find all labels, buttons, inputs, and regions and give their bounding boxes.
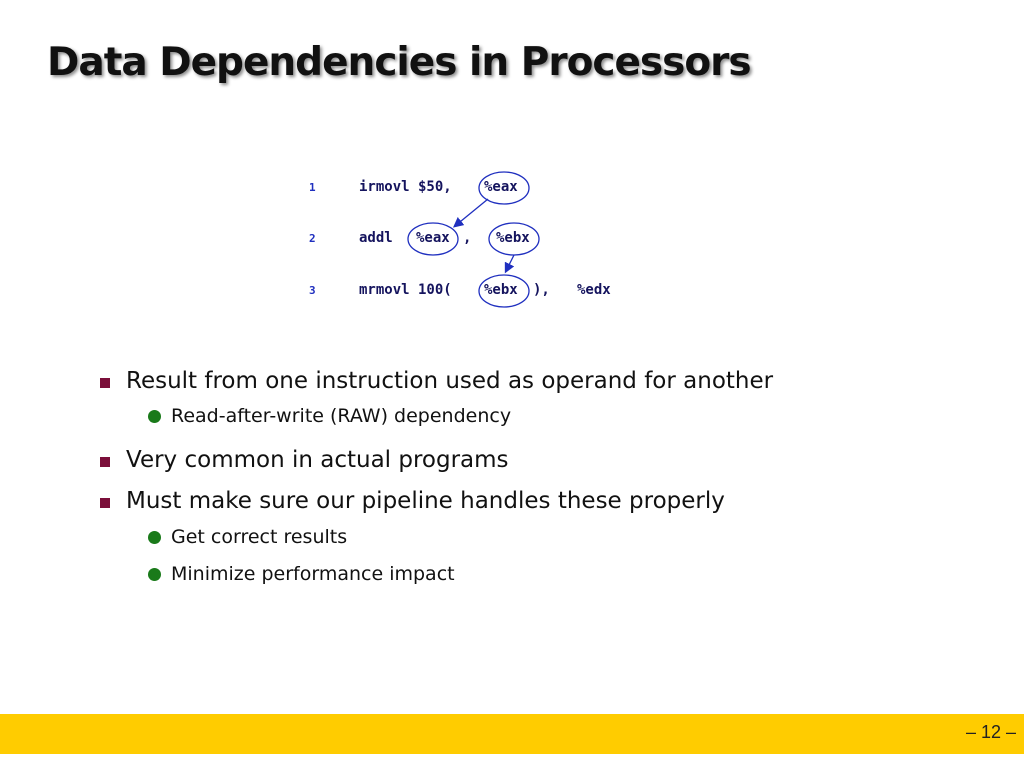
round-bullet-icon [148,568,161,581]
footer-bar: – 12 – [0,714,1024,754]
code-line-1-reg-eax: %eax [484,179,518,195]
bullet-1-sub-1: Read-after-write (RAW) dependency [171,405,512,427]
circle-ebx-line3 [478,274,530,308]
square-bullet-icon [100,378,110,388]
bullet-3-sub-2: Minimize performance impact [171,563,455,585]
circle-ebx-line2 [488,222,540,256]
code-line-2-reg-eax: %eax [416,230,450,246]
square-bullet-icon [100,498,110,508]
line-number-2: 2 [309,232,316,245]
arrow-ebx-dependency [504,254,515,274]
slide-title: Data Dependencies in Processors [47,40,752,85]
line-number-1: 1 [309,181,316,194]
bullet-3-sub-1: Get correct results [171,526,348,548]
page-number: – 12 – [965,722,1016,742]
bullet-2: Very common in actual programs [126,447,509,473]
round-bullet-icon [148,531,161,544]
line-number-3: 3 [309,284,316,297]
code-line-3-op: mrmovl 100( [359,282,452,298]
bullet-1: Result from one instruction used as oper… [126,368,774,394]
circle-eax-line1 [478,171,530,205]
code-line-2-sep: , [463,230,472,246]
square-bullet-icon [100,457,110,467]
code-line-3-reg-ebx: %ebx [484,282,518,298]
code-line-2-op: addl [359,230,393,246]
bullet-3: Must make sure our pipeline handles thes… [126,488,725,514]
code-line-1-op: irmovl $50, [359,179,452,195]
round-bullet-icon [148,410,161,423]
arrow-eax-dependency [452,198,489,228]
code-line-3-tail: ), [533,282,550,298]
circle-eax-line2 [407,222,459,256]
code-line-2-reg-ebx: %ebx [496,230,530,246]
code-line-3-reg-edx: %edx [577,282,611,298]
